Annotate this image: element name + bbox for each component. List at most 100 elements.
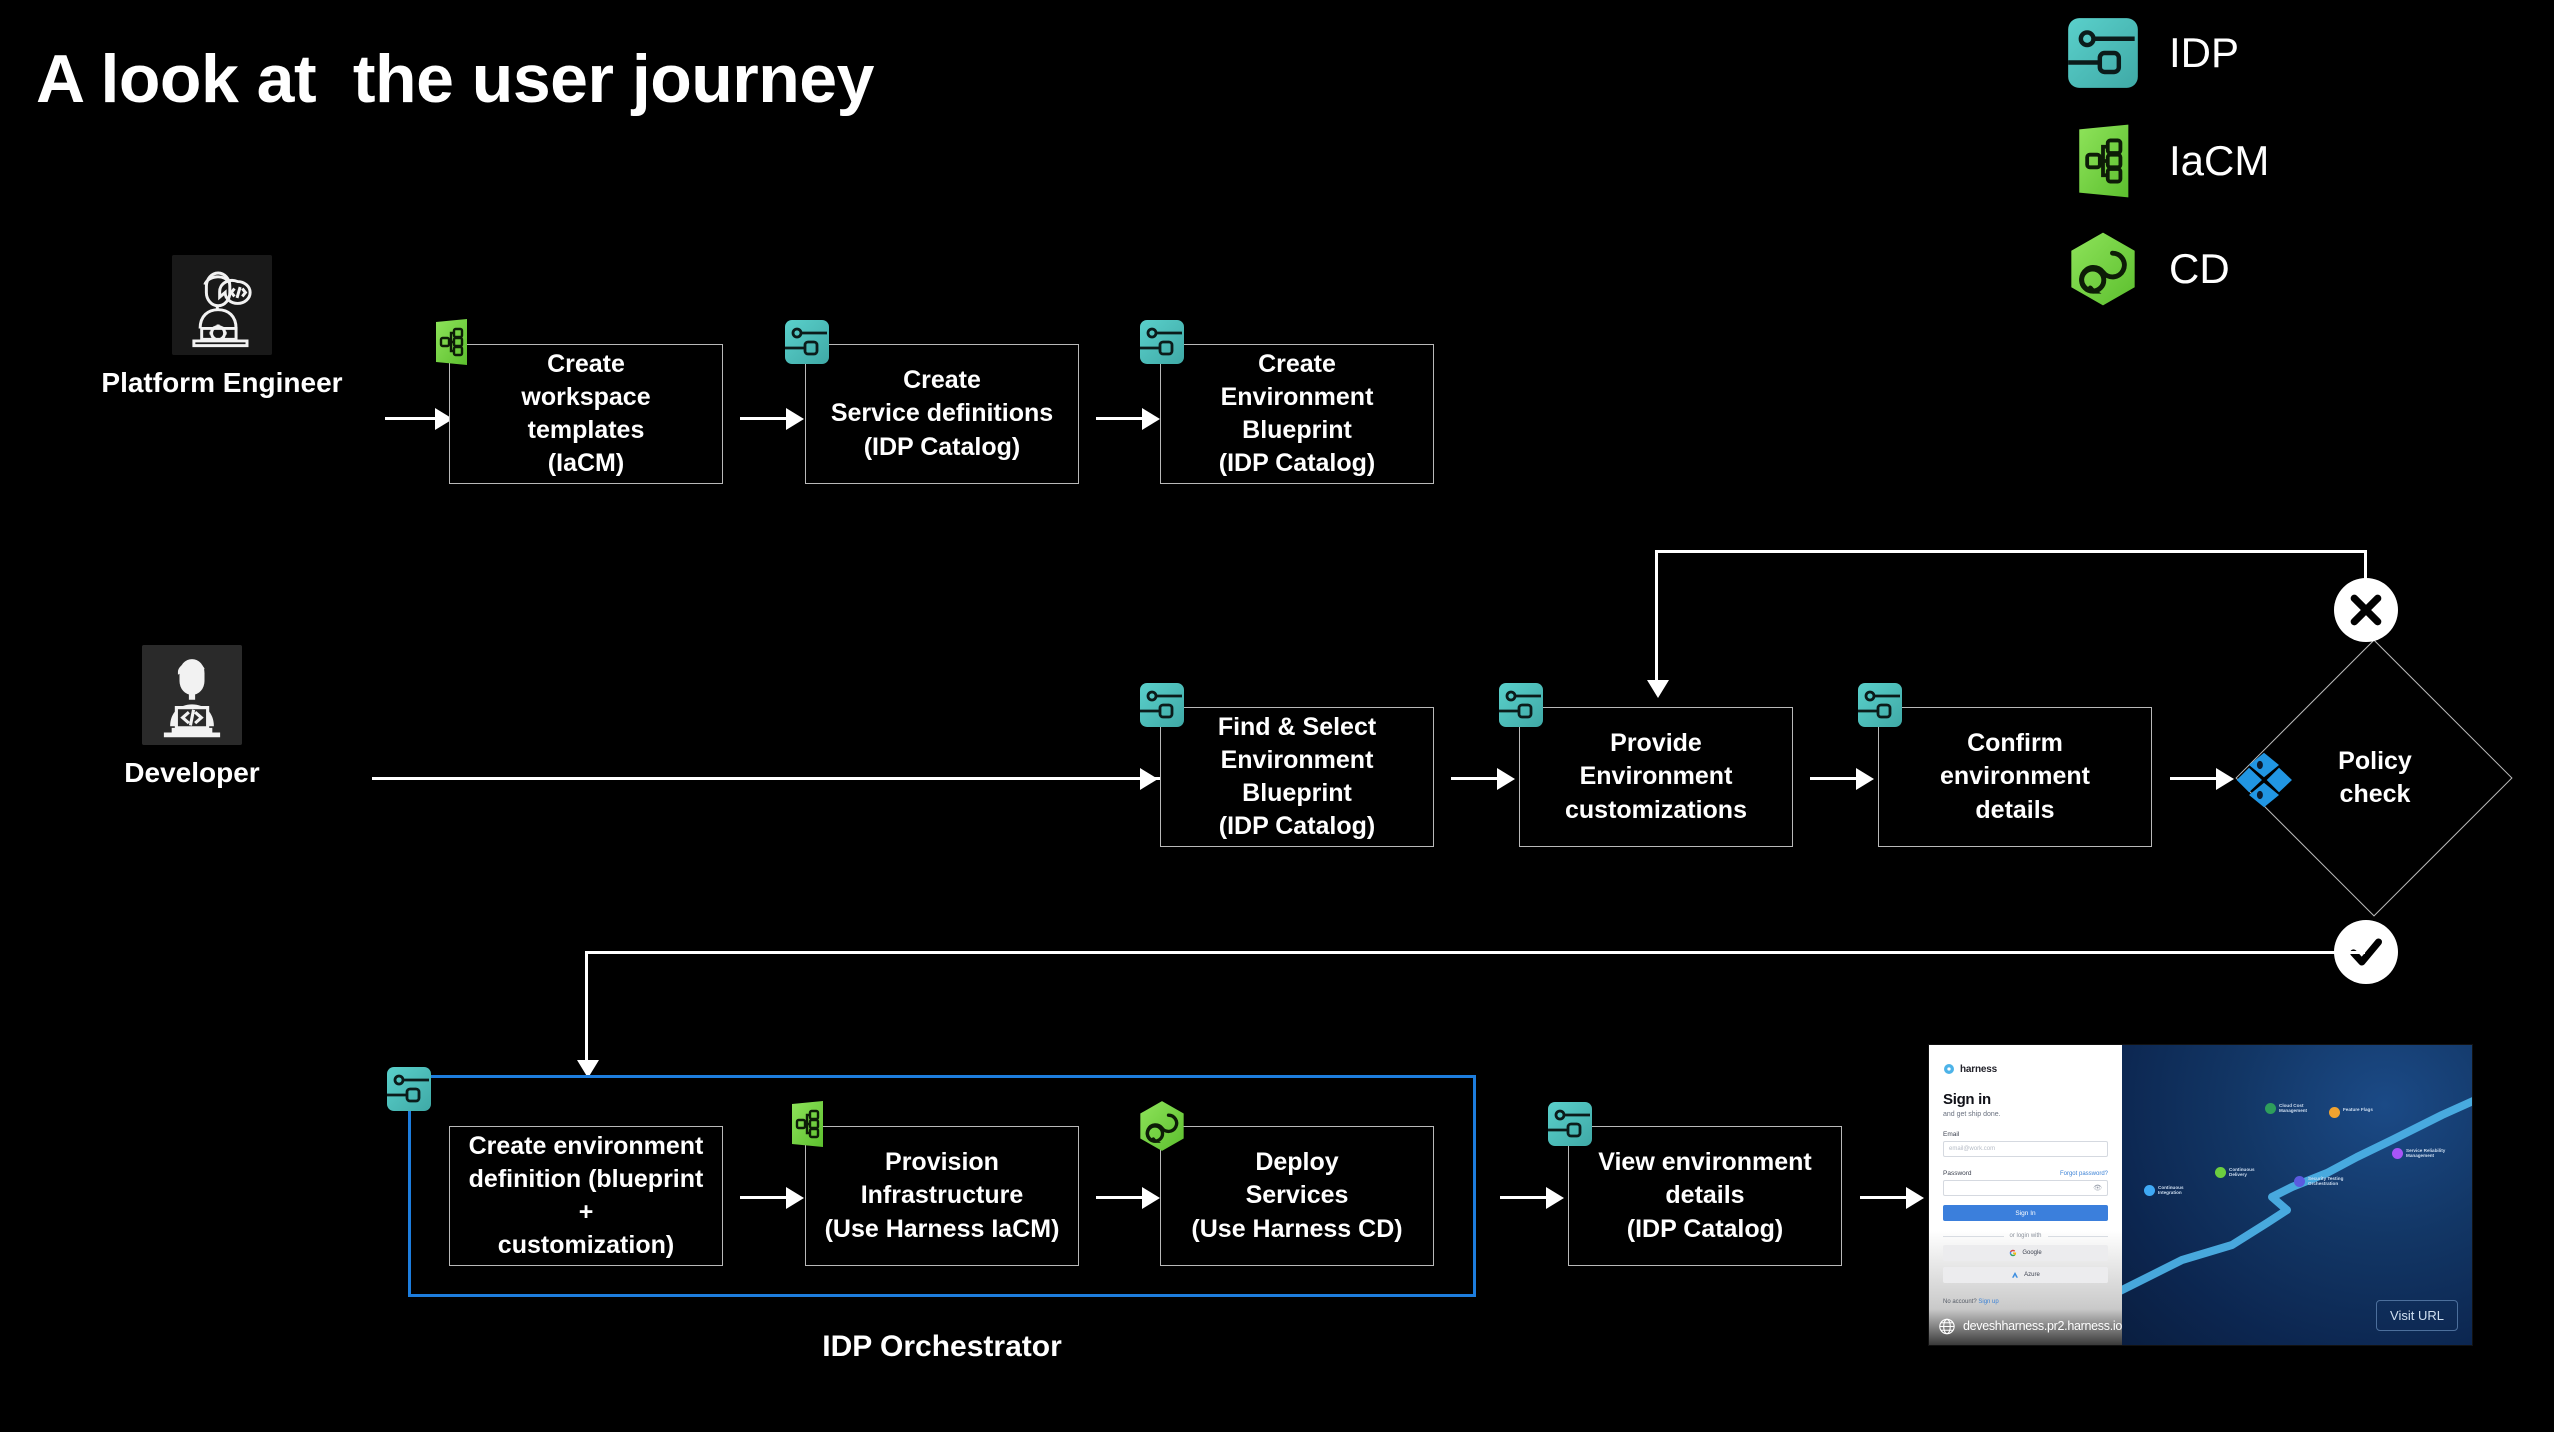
preview-password-input[interactable]: 👁 — [1943, 1180, 2108, 1196]
harness-logo-icon — [1944, 1064, 1954, 1074]
preview-module-continuous-integration: Continuous Integration — [2144, 1185, 2184, 1196]
legend-item-cd: CD — [2065, 230, 2485, 308]
preview-divider: or login with — [1943, 1233, 2109, 1239]
module-dot-icon — [2215, 1167, 2226, 1178]
step-view-environment-details[interactable]: View environment details (IDP Catalog) — [1568, 1126, 1842, 1266]
eye-icon[interactable]: 👁 — [2093, 1185, 2102, 1192]
check-mark-icon — [2350, 938, 2382, 966]
connector-policy-fail-horizontal — [1655, 550, 2367, 553]
legend-label-cd: CD — [2169, 245, 2230, 292]
step-provide-environment-customizations[interactable]: Provide Environment customizations — [1519, 707, 1793, 847]
persona-label-developer: Developer — [124, 757, 260, 788]
step-provision-infrastructure[interactable]: Provision Infrastructure (Use Harness Ia… — [805, 1126, 1079, 1266]
idp-module-icon — [783, 318, 831, 371]
arrowhead-orch-to-view-details — [1546, 1187, 1564, 1209]
preview-divider-text: or login with — [2009, 1233, 2042, 1239]
globe-icon — [1939, 1318, 1955, 1334]
preview-signup-link[interactable]: Sign up — [1978, 1299, 1999, 1305]
preview-signin-button[interactable]: Sign In — [1943, 1205, 2108, 1221]
preview-module-cloud-cost-management: Cloud Cost Management — [2265, 1103, 2307, 1114]
step-confirm-environment-details[interactable]: Confirm environment details — [1878, 707, 2152, 847]
preview-google-login-button[interactable]: Google — [1943, 1245, 2108, 1261]
cd-module-icon — [2065, 231, 2141, 307]
connector-orch-step1-to-step2 — [740, 1196, 788, 1199]
idp-orchestrator-group — [408, 1075, 1476, 1297]
module-dot-icon — [2329, 1107, 2340, 1118]
step-create-environment-blueprint[interactable]: Create Environment Blueprint (IDP Catalo… — [1160, 344, 1434, 484]
preview-url-text: deveshharness.pr2.harness.io — [1962, 1319, 2122, 1333]
idp-module-icon — [1138, 681, 1186, 734]
preview-module-label: Feature Flags — [2343, 1107, 2373, 1112]
connector-orch-to-view-details — [1500, 1196, 1548, 1199]
preview-no-account-row: No account? Sign up — [1943, 1299, 2108, 1305]
preview-module-label: Continuous Delivery — [2229, 1167, 2255, 1178]
step-find-select-environment-blueprint[interactable]: Find & Select Environment Blueprint (IDP… — [1160, 707, 1434, 847]
idp-module-icon — [1497, 681, 1545, 734]
arrowhead-policy-pass — [577, 1060, 599, 1078]
google-icon — [2010, 1249, 2017, 1257]
module-dot-icon — [2144, 1185, 2155, 1196]
arrowhead-orch-step2-to-step3 — [1142, 1187, 1160, 1209]
arrowhead-dev-step3-to-policy — [2216, 768, 2234, 790]
connector-policy-pass-horizontal — [585, 951, 2365, 954]
preview-forgot-password-link[interactable]: Forgot password? — [2059, 1171, 2108, 1177]
policy-check-label: Policy check — [2338, 747, 2412, 808]
preview-module-label: Cloud Cost Management — [2279, 1103, 2308, 1114]
arrowhead-view-details-to-preview — [1906, 1187, 1924, 1209]
arrowhead-pe-to-step1 — [435, 408, 453, 430]
connector-view-details-to-preview — [1860, 1196, 1908, 1199]
preview-module-feature-flags: Feature Flags — [2329, 1107, 2373, 1118]
close-x-icon — [2350, 594, 2382, 626]
connector-policy-fail-up — [2364, 550, 2367, 580]
iacm-module-icon — [427, 318, 475, 371]
preview-module-service-reliability-management: Service Reliability Management — [2392, 1148, 2445, 1159]
idp-module-icon — [2065, 15, 2141, 91]
preview-heading: Sign in — [1943, 1091, 1991, 1108]
connector-step2-to-step3 — [1096, 417, 1144, 420]
persona-label-platform-engineer: Platform Engineer — [101, 367, 343, 398]
idp-module-icon — [1546, 1100, 1594, 1153]
connector-policy-fail-down — [1655, 550, 1658, 682]
step-deploy-services[interactable]: Deploy Services (Use Harness CD) — [1160, 1126, 1434, 1266]
module-dot-icon — [2265, 1103, 2276, 1114]
preview-azure-login-button[interactable]: Azure — [1943, 1267, 2108, 1283]
preview-visit-url-button[interactable]: Visit URL — [2376, 1300, 2458, 1331]
step-create-environment-definition[interactable]: Create environment definition (blueprint… — [449, 1126, 723, 1266]
preview-azure-label: Azure — [2024, 1272, 2040, 1278]
preview-module-label: Security Testing Orchestration — [2308, 1176, 2344, 1187]
divider-line-right — [2047, 1235, 2109, 1237]
harness-signin-preview[interactable]: harness Sign in and get ship done. Email… — [1929, 1045, 2472, 1345]
preview-tagline: and get ship done. — [1943, 1111, 2001, 1118]
policy-fail-marker — [2334, 578, 2398, 642]
harness-logo: harness — [1943, 1063, 2108, 1075]
preview-signin-panel: harness Sign in and get ship done. Email… — [1929, 1045, 2122, 1345]
page-title: A look at the user journey — [36, 41, 874, 117]
arrowhead-dev-step1-to-step2 — [1497, 768, 1515, 790]
opa-policy-icon — [2234, 750, 2294, 815]
harness-logo-text: harness — [1960, 1063, 1997, 1075]
module-legend: IDP IaCM — [2065, 14, 2485, 338]
journey-path-illustration — [2122, 1097, 2472, 1295]
connector-orch-step2-to-step3 — [1096, 1196, 1144, 1199]
preview-url-bar: deveshharness.pr2.harness.io — [1929, 1307, 2122, 1345]
module-dot-icon — [2392, 1148, 2403, 1159]
azure-icon — [2012, 1272, 2019, 1278]
arrowhead-policy-fail — [1647, 680, 1669, 698]
connector-policy-pass-down — [585, 951, 588, 1067]
arrowhead-developer-to-step1 — [1140, 768, 1158, 790]
connector-pe-to-step1 — [385, 417, 437, 420]
platform-engineer-avatar — [172, 255, 272, 355]
step-create-workspace-templates[interactable]: Create workspace templates (IaCM) — [449, 344, 723, 484]
preview-module-security-testing-orchestration: Security Testing Orchestration — [2294, 1176, 2343, 1187]
connector-developer-to-step1 — [372, 777, 1162, 780]
preview-google-label: Google — [2022, 1250, 2042, 1256]
legend-item-iacm: IaCM — [2065, 122, 2485, 200]
legend-label-iacm: IaCM — [2169, 137, 2270, 184]
step-create-service-definitions[interactable]: Create Service definitions (IDP Catalog) — [805, 344, 1079, 484]
arrowhead-step2-to-step3 — [1142, 408, 1160, 430]
preview-email-input[interactable]: email@work.com — [1943, 1141, 2108, 1157]
persona-developer: Developer — [82, 645, 302, 789]
divider-line-left — [1943, 1235, 2004, 1237]
connector-step1-to-step2 — [740, 417, 788, 420]
